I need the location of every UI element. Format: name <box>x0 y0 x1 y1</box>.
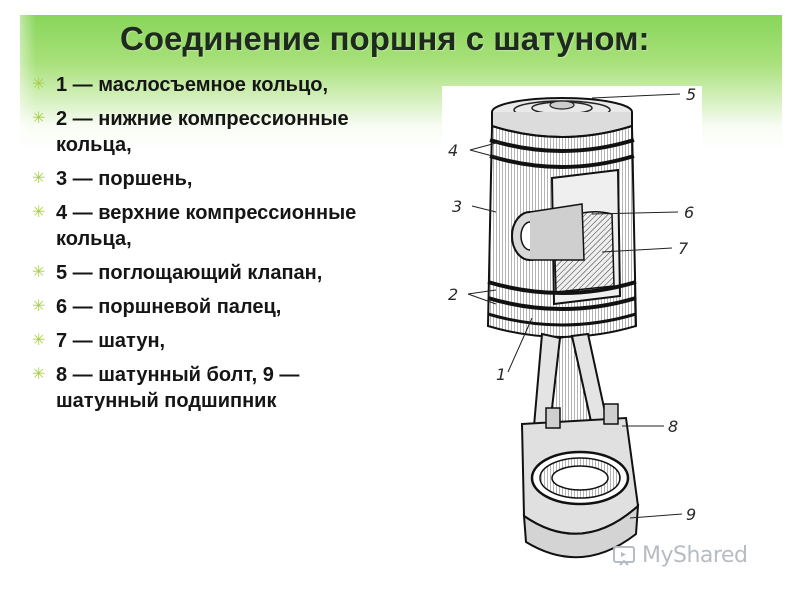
callout-6: 6 <box>684 203 694 222</box>
watermark-text: MyShared <box>642 542 748 568</box>
legend-item: ✳5 — поглощающий клапан, <box>32 262 323 284</box>
banner-fade <box>0 0 36 150</box>
callout-2: 2 <box>448 285 458 304</box>
legend-item: ✳2 — нижние компрессионные кольца, <box>32 108 349 156</box>
piston-pin <box>511 203 585 261</box>
piston-diagram: 5 4 3 6 7 2 1 8 9 <box>442 86 702 576</box>
callout-4: 4 <box>448 141 458 160</box>
legend-item: ✳1 — маслосъемное кольцо, <box>32 74 329 96</box>
legend-item: ✳8 — шатунный болт, 9 — шатунный подшипн… <box>32 364 300 412</box>
bullet-icon: ✳ <box>32 298 46 315</box>
callout-8: 8 <box>668 417 678 436</box>
legend-list: ✳1 — маслосъемное кольцо, ✳2 — нижние ко… <box>32 72 402 422</box>
bullet-icon: ✳ <box>32 76 46 93</box>
legend-item: ✳7 — шатун, <box>32 330 166 352</box>
leader-lines <box>467 93 683 519</box>
bullet-icon: ✳ <box>32 170 46 187</box>
callout-1: 1 <box>496 365 506 384</box>
bullet-icon: ✳ <box>32 264 46 281</box>
connecting-rod <box>520 332 640 559</box>
callout-7: 7 <box>678 239 689 258</box>
legend-item: ✳4 — верхние компрессионные кольца, <box>32 202 357 250</box>
myshared-logo-icon <box>613 546 635 566</box>
watermark[interactable]: MyShared <box>612 542 748 568</box>
slide-title: Соединение поршня с шатуном: <box>120 20 650 57</box>
legend-item: ✳6 — поршневой палец, <box>32 296 282 318</box>
legend-item: ✳3 — поршень, <box>32 168 193 190</box>
piston-connecting-rod-drawing: 5 4 3 6 7 2 1 8 9 <box>448 86 696 559</box>
callout-5: 5 <box>686 86 696 104</box>
callout-9: 9 <box>686 505 696 524</box>
bullet-icon: ✳ <box>32 332 46 349</box>
callout-3: 3 <box>452 197 462 216</box>
bullet-icon: ✳ <box>32 366 46 383</box>
bullet-icon: ✳ <box>32 204 46 221</box>
bullet-icon: ✳ <box>32 110 46 127</box>
